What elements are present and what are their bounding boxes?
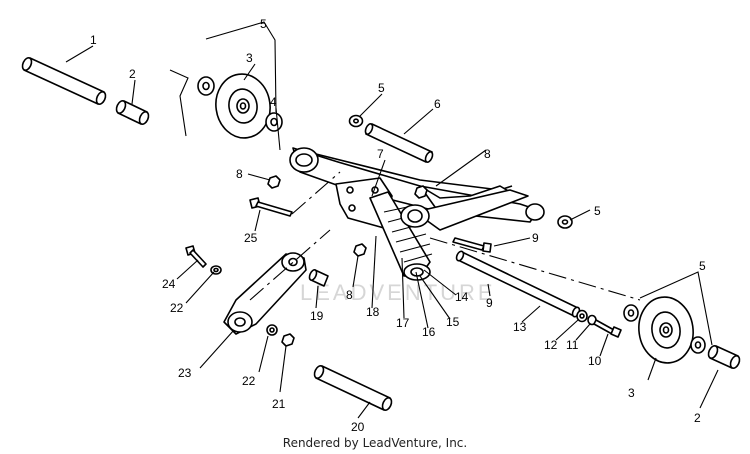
callout-21: 21 bbox=[272, 397, 286, 411]
assembly-centerline bbox=[291, 171, 341, 215]
callout-10: 10 bbox=[588, 354, 602, 368]
shock-mount-eye bbox=[400, 204, 430, 228]
callout-3: 3 bbox=[628, 386, 635, 400]
callout-9: 9 bbox=[486, 296, 493, 310]
callout-leaders bbox=[65, 45, 719, 419]
shaft-part-1 bbox=[21, 57, 107, 105]
washer-part-5 bbox=[690, 336, 706, 354]
bolt-part-10 bbox=[593, 319, 622, 338]
callout-19: 19 bbox=[310, 309, 324, 323]
pin-part-6 bbox=[364, 123, 434, 163]
washer-part-12 bbox=[576, 309, 588, 323]
idler-wheel-part-3-upper bbox=[215, 73, 271, 139]
washer-part-22 bbox=[266, 324, 278, 336]
pivot-arm-part-4 bbox=[289, 147, 545, 231]
washer-part-5 bbox=[557, 215, 573, 229]
callout-25: 25 bbox=[244, 231, 258, 245]
watermark-text: LEADVENTURE bbox=[300, 280, 496, 305]
callout-2: 2 bbox=[129, 67, 136, 81]
callout-5: 5 bbox=[378, 81, 385, 95]
shock-absorber-part-18 bbox=[369, 191, 433, 281]
callout-18: 18 bbox=[366, 305, 380, 319]
callout-9: 9 bbox=[532, 231, 539, 245]
bolt-part-9 bbox=[452, 237, 492, 253]
callout-5: 5 bbox=[594, 204, 601, 218]
callout-labels: 1 2 3 5 5 4 6 7 8 8 5 9 25 24 22 19 8 18… bbox=[90, 17, 706, 434]
spacer-part-19 bbox=[308, 269, 329, 287]
washer-part-22 bbox=[210, 265, 222, 275]
render-credit: Rendered by LeadVenture, Inc. bbox=[282, 436, 468, 450]
assembly-bracket-line bbox=[169, 69, 189, 137]
callout-leader bbox=[639, 271, 713, 346]
callout-8: 8 bbox=[236, 167, 243, 181]
callout-20: 20 bbox=[351, 420, 365, 434]
nut-part-21 bbox=[281, 333, 295, 347]
washer-part-5 bbox=[623, 304, 639, 322]
callout-16: 16 bbox=[422, 325, 436, 339]
callout-8: 8 bbox=[346, 288, 353, 302]
callout-3: 3 bbox=[246, 51, 253, 65]
washer-part-5 bbox=[348, 114, 364, 128]
washer-part-5 bbox=[265, 112, 283, 132]
callout-15: 15 bbox=[446, 315, 460, 329]
assembly-centerline bbox=[429, 237, 641, 301]
callout-4: 4 bbox=[270, 95, 277, 109]
callout-11: 11 bbox=[566, 338, 579, 352]
callout-23: 23 bbox=[178, 366, 192, 380]
callout-5: 5 bbox=[260, 17, 267, 31]
bolt-part-24 bbox=[185, 245, 207, 268]
shaft-part-20 bbox=[313, 365, 393, 411]
callout-1: 1 bbox=[90, 33, 97, 47]
link-arm-part-23 bbox=[223, 252, 307, 335]
spacer-part-2 bbox=[707, 345, 741, 369]
nut-part-8 bbox=[414, 185, 428, 199]
nut-part-8 bbox=[353, 243, 367, 257]
idler-wheel-part-3-lower bbox=[638, 296, 694, 364]
callout-14: 14 bbox=[455, 290, 469, 304]
washer-part-5 bbox=[197, 76, 215, 96]
bolt-part-25 bbox=[249, 197, 293, 217]
spacer-part-2 bbox=[115, 100, 150, 125]
callout-13: 13 bbox=[513, 320, 527, 334]
callout-7: 7 bbox=[377, 147, 384, 161]
assembly-centerline bbox=[249, 229, 331, 301]
callout-2: 2 bbox=[694, 411, 701, 425]
callout-12: 12 bbox=[544, 338, 558, 352]
callout-8: 8 bbox=[484, 147, 491, 161]
callout-22: 22 bbox=[242, 374, 256, 388]
callout-22: 22 bbox=[170, 301, 184, 315]
callout-17: 17 bbox=[396, 316, 410, 330]
callout-24: 24 bbox=[162, 277, 176, 291]
callout-5: 5 bbox=[699, 259, 706, 273]
callout-6: 6 bbox=[434, 97, 441, 111]
callout-leader bbox=[205, 21, 277, 113]
nut-part-8 bbox=[267, 175, 281, 189]
